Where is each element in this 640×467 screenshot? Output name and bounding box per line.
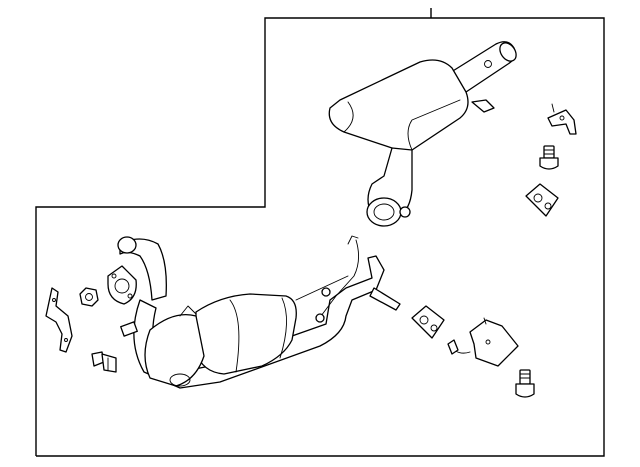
heat-shield-bracket[interactable] [45, 287, 73, 353]
catalytic-converter-assembly[interactable] [117, 235, 401, 389]
mounting-bolt[interactable] [515, 369, 535, 398]
hanger-bracket[interactable] [447, 317, 519, 367]
rubber-hanger[interactable] [525, 183, 559, 217]
rubber-hanger[interactable] [411, 305, 445, 339]
diagram-frame [35, 8, 605, 457]
flange-nut[interactable] [79, 287, 99, 307]
muffler-assembly[interactable] [328, 40, 519, 227]
exhaust-gasket[interactable] [107, 265, 137, 305]
mounting-bolt[interactable] [91, 351, 117, 373]
hanger-bracket[interactable] [547, 103, 577, 135]
mounting-bolt[interactable] [539, 145, 559, 170]
